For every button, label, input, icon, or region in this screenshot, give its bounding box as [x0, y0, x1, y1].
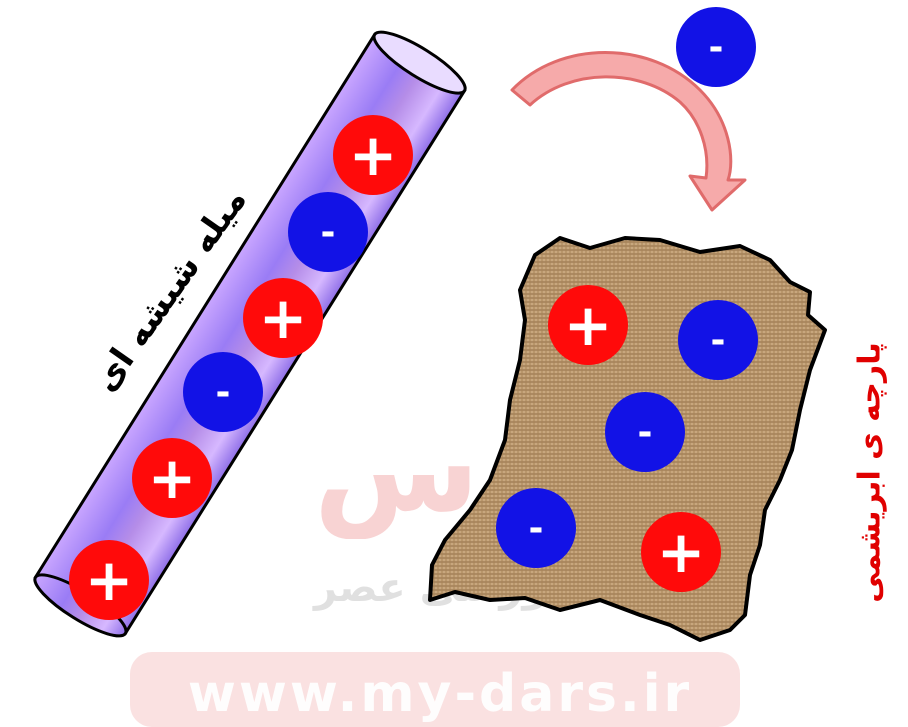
cloth-label: پارچه ی ابریشمی	[853, 323, 888, 623]
cloth-negative-charge: -	[496, 488, 576, 568]
rod-positive-charge: +	[243, 278, 323, 358]
cloth-negative-charge: -	[678, 300, 758, 380]
cloth-positive-charge: +	[548, 285, 628, 365]
rod-positive-charge: +	[333, 115, 413, 195]
rod-positive-charge: +	[132, 438, 212, 518]
cloth-negative-charge: -	[605, 392, 685, 472]
transferring-negative-charge: -	[676, 7, 756, 87]
rod-negative-charge: -	[183, 352, 263, 432]
rod-positive-charge: +	[69, 540, 149, 620]
cloth-positive-charge: +	[641, 512, 721, 592]
rod-negative-charge: -	[288, 192, 368, 272]
